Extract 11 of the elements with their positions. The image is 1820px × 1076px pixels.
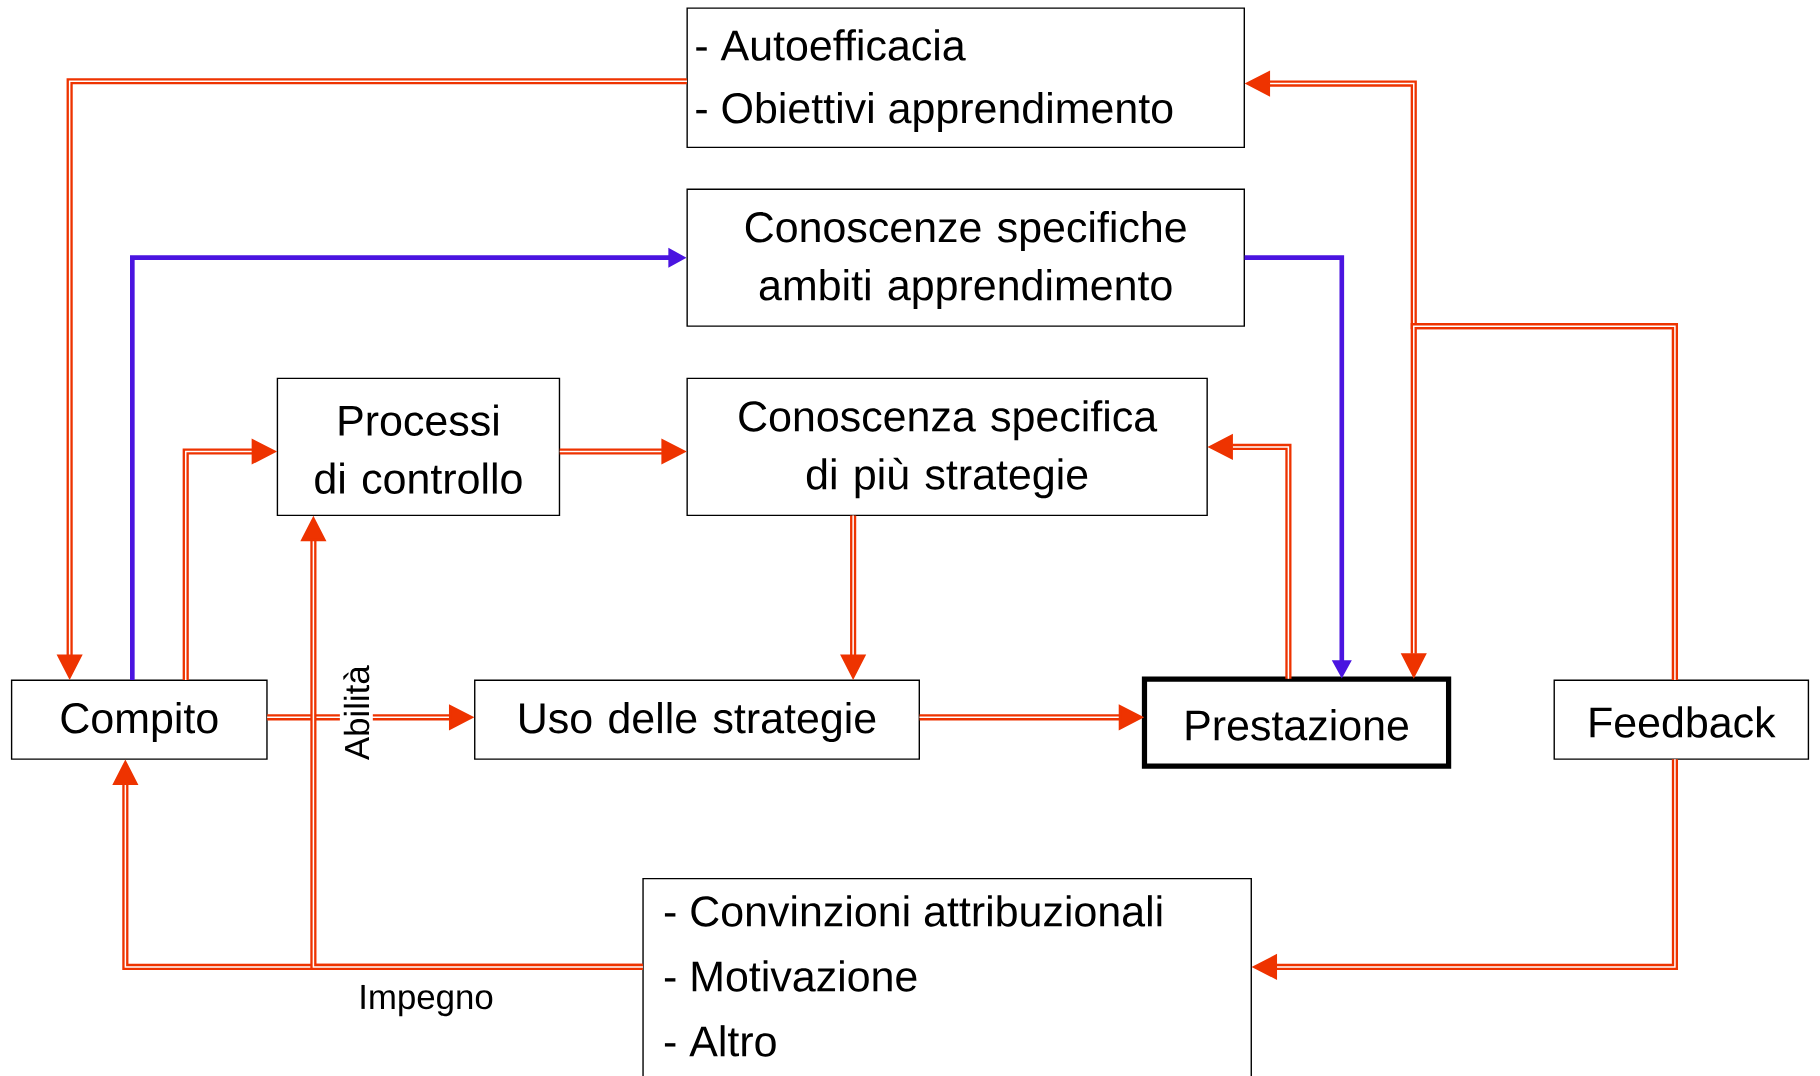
process-box: Processi di controllo (276, 377, 561, 517)
process-box: - Autoefficacia - Obiettivi apprendimento (686, 7, 1245, 149)
process-box: - Convinzioni attribuzionali - Motivazione - Altro (642, 877, 1252, 1076)
edge-label: Impegno (354, 981, 498, 1020)
process-box: Feedback (1553, 679, 1810, 760)
process-box: Conoscenza specifica di più strategie (686, 377, 1208, 517)
process-box: Compito (10, 679, 268, 760)
edge-label: Abilità (339, 661, 373, 764)
process-box: Prestazione (1141, 676, 1452, 769)
process-box: Uso delle strategie (474, 679, 920, 760)
process-box: Conoscenze specifiche ambiti apprendimento (686, 188, 1245, 327)
